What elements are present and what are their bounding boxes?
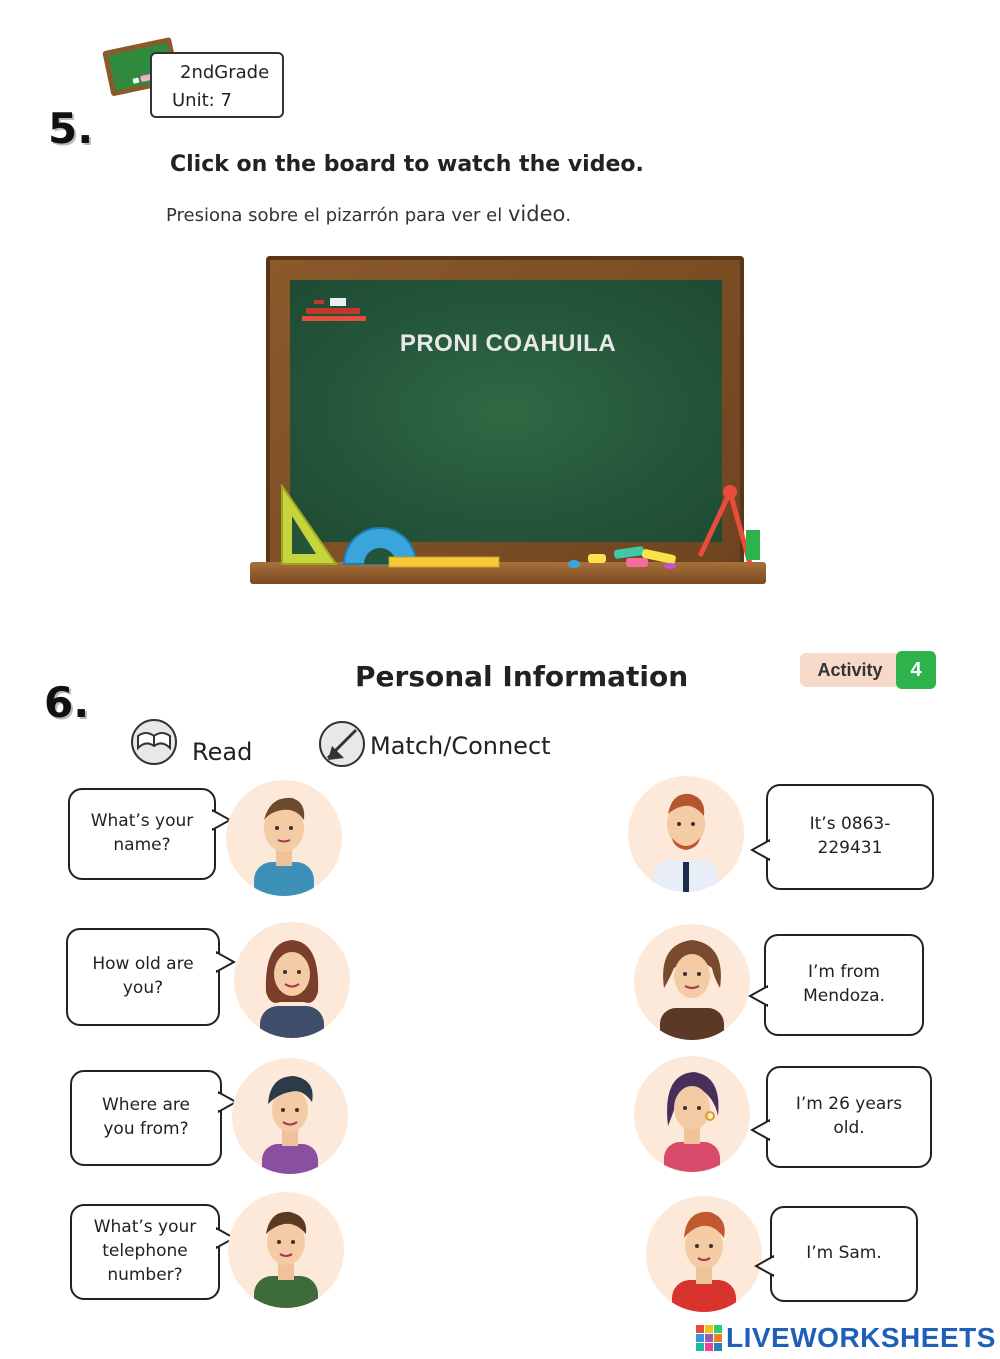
bubble-tail — [216, 1226, 236, 1250]
avatar-woman-curly-hair[interactable] — [634, 924, 750, 1040]
bubble-tail — [216, 950, 236, 974]
activity-badge: Activity 4 — [800, 651, 936, 689]
question-number-5: 5. — [48, 104, 94, 153]
compass-icon — [697, 485, 760, 565]
bubble-tail — [750, 838, 770, 862]
avatar-man-blue-shirt[interactable] — [226, 780, 342, 896]
answer-bubble-2[interactable]: I’m from Mendoza. — [764, 934, 924, 1036]
avatar-woman-short-hair[interactable] — [232, 1058, 348, 1174]
chalkboard-surface[interactable] — [290, 280, 722, 542]
book-icon — [131, 719, 177, 765]
triangle-ruler-icon — [281, 484, 338, 565]
mode-match-label: Match/Connect — [370, 732, 551, 760]
section-title: Personal Information — [355, 660, 689, 693]
bubble-tail — [212, 808, 232, 832]
grade-unit-badge: 2ndGrade Unit: 7 — [150, 52, 284, 118]
avatar-man-tie[interactable] — [628, 776, 744, 892]
brand-name: LIVEWORKSHEETS — [726, 1322, 996, 1353]
activity-label: Activity — [800, 653, 900, 687]
bubble-tail — [754, 1254, 774, 1278]
avatar-woman-pink-top[interactable] — [634, 1056, 750, 1172]
unit-label: Unit: 7 — [172, 90, 232, 111]
match-connect-icon — [319, 721, 365, 767]
ruler-icon — [388, 556, 500, 568]
protractor-icon — [342, 527, 418, 565]
instruction-english: Click on the board to watch the video. — [170, 152, 644, 177]
question-bubble-4[interactable]: What’s your telephone number? — [70, 1204, 220, 1300]
avatar-man-red-sweater[interactable] — [646, 1196, 762, 1312]
bubble-tail — [750, 1118, 770, 1142]
board-title: PRONI COAHUILA — [399, 330, 617, 357]
answer-bubble-3[interactable]: I’m 26 years old. — [766, 1066, 932, 1168]
bubble-tail — [218, 1090, 238, 1114]
instruction-spanish: Presiona sobre el pizarrón para ver el v… — [166, 202, 572, 226]
proni-logo — [302, 298, 366, 321]
avatar-woman-brown-hair[interactable] — [234, 922, 350, 1038]
answer-bubble-4[interactable]: I’m Sam. — [770, 1206, 918, 1302]
question-bubble-1[interactable]: What’s your name? — [68, 788, 216, 880]
chalk-pieces-icon — [568, 546, 676, 569]
mode-read-label: Read — [192, 738, 253, 766]
question-number-6: 6. — [44, 678, 90, 727]
liveworksheets-icon — [696, 1325, 722, 1351]
question-bubble-2[interactable]: How old are you? — [66, 928, 220, 1026]
question-bubble-3[interactable]: Where are you from? — [70, 1070, 222, 1166]
activity-number: 4 — [896, 651, 936, 689]
bubble-tail — [748, 984, 768, 1008]
liveworksheets-logo: LIVEWORKSHEETS — [696, 1322, 996, 1354]
grade-label: 2ndGrade — [180, 62, 270, 83]
avatar-man-green-shirt[interactable] — [228, 1192, 344, 1308]
chalk-ledge — [250, 562, 766, 584]
answer-bubble-1[interactable]: It’s 0863- 229431 — [766, 784, 934, 890]
